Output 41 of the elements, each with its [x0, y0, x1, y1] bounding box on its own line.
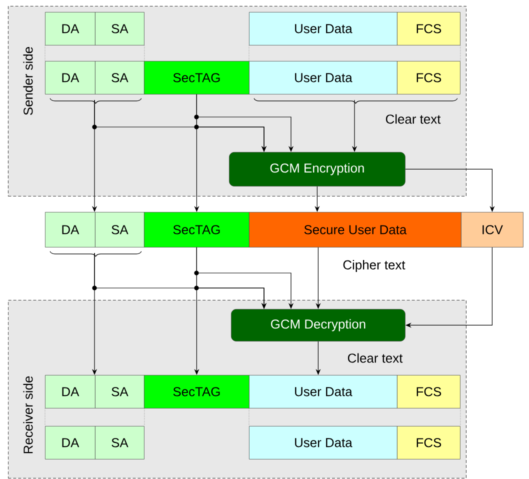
frame-field: SA	[95, 61, 144, 94]
frame-field: User Data	[249, 12, 398, 46]
frame-field: SecTAG	[144, 375, 250, 408]
process-box: GCM Encryption	[229, 152, 406, 186]
frame-field: DA	[45, 61, 96, 94]
frame-field: SecTAG	[144, 61, 250, 94]
frame-field: User Data	[249, 375, 398, 408]
frame-field: DA	[45, 375, 96, 408]
frame-field: Secure User Data	[249, 212, 462, 248]
connector-line	[144, 408, 145, 426]
frame-field: DA	[45, 426, 96, 460]
frame-field: User Data	[249, 61, 398, 94]
connector-line	[460, 45, 461, 62]
frame-field: SA	[95, 375, 144, 408]
frame-field: SA	[95, 12, 144, 46]
frame-field: FCS	[397, 375, 460, 408]
side-label: Receiver side	[23, 376, 33, 454]
frame-field: SA	[95, 212, 144, 248]
connector-line	[44, 45, 46, 62]
frame-field: SA	[95, 426, 144, 460]
connector-line	[44, 408, 46, 426]
frame-field: ICV	[461, 212, 524, 248]
frame-field: DA	[45, 12, 96, 46]
connector-line	[248, 45, 250, 62]
connector-line	[144, 45, 145, 62]
arrow	[196, 94, 294, 152]
process-box: GCM Decryption	[231, 309, 406, 342]
frame-field: FCS	[397, 12, 460, 46]
frame-field: DA	[45, 212, 96, 248]
edge-label: Clear text	[386, 114, 441, 124]
connector-line	[460, 408, 461, 426]
edge-label: Cipher text	[343, 260, 406, 272]
frame-field: FCS	[397, 426, 460, 460]
side-label: Sender side	[23, 47, 33, 115]
connector-line	[248, 408, 250, 426]
arrow	[50, 98, 142, 212]
arrow	[405, 168, 495, 212]
frame-field: SecTAG	[144, 212, 250, 248]
edge-label: Clear text	[348, 353, 403, 363]
frame-field: FCS	[397, 61, 460, 94]
frame-field: User Data	[249, 426, 398, 460]
